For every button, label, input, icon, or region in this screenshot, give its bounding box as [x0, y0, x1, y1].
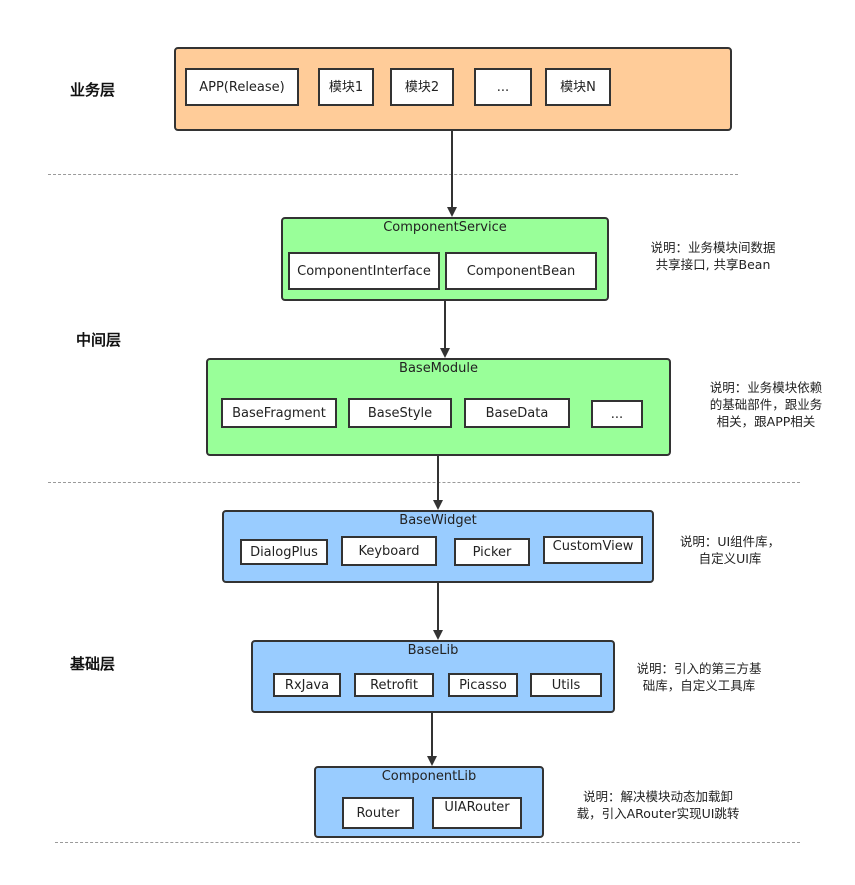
layer-label-base: 基础层	[70, 655, 116, 673]
component-interface-box: ComponentInterface	[288, 252, 440, 290]
base-data-box: BaseData	[464, 398, 570, 428]
business-item-ellipsis: ...	[474, 68, 532, 106]
rxjava-box: RxJava	[273, 673, 341, 697]
layer-label-middle: 中间层	[76, 331, 122, 349]
component-bean-box: ComponentBean	[445, 252, 597, 290]
base-module-ellipsis-box: ...	[591, 400, 643, 428]
component-lib-group: ComponentLib Router UIARouter	[314, 766, 544, 838]
retrofit-box: Retrofit	[354, 673, 434, 697]
base-lib-title: BaseLib	[407, 643, 459, 658]
base-fragment-box: BaseFragment	[221, 398, 337, 428]
separator-bottom	[55, 842, 800, 843]
component-service-group: ComponentService ComponentInterface Comp…	[281, 217, 609, 301]
component-lib-title: ComponentLib	[381, 769, 477, 784]
component-lib-note: 说明：解决模块动态加载卸 载，引入ARouter实现UI跳转	[576, 789, 740, 821]
base-widget-group: BaseWidget DialogPlus Keyboard Picker Cu…	[222, 510, 654, 583]
separator-middle-base	[48, 482, 800, 483]
base-module-group: BaseModule BaseFragment BaseStyle BaseDa…	[206, 358, 671, 456]
utils-box: Utils	[530, 673, 602, 697]
component-service-note: 说明：业务模块间数据 共享接口, 共享Bean	[650, 240, 776, 272]
custom-view-box: CustomView	[543, 536, 643, 564]
keyboard-box: Keyboard	[341, 536, 437, 566]
base-widget-title: BaseWidget	[399, 513, 477, 528]
business-item-app: APP(Release)	[185, 68, 299, 106]
base-lib-note: 说明：引入的第三方基 础库，自定义工具库	[636, 661, 762, 693]
base-lib-group: BaseLib RxJava Retrofit Picasso Utils	[251, 640, 615, 713]
business-item-moduleN: 模块N	[545, 68, 611, 106]
base-style-box: BaseStyle	[348, 398, 452, 428]
layer-label-business: 业务层	[70, 81, 116, 99]
base-widget-note: 说明：UI组件库， 自定义UI库	[679, 534, 781, 566]
uiarouter-box: UIARouter	[432, 797, 522, 829]
business-group: APP(Release) 模块1 模块2 ... 模块N	[174, 47, 732, 131]
router-box: Router	[342, 797, 414, 829]
business-item-module1: 模块1	[318, 68, 374, 106]
business-item-module2: 模块2	[390, 68, 454, 106]
base-module-title: BaseModule	[399, 361, 478, 376]
component-service-title: ComponentService	[383, 220, 507, 235]
picker-box: Picker	[454, 538, 530, 566]
picasso-box: Picasso	[448, 673, 518, 697]
dialog-plus-box: DialogPlus	[240, 539, 328, 565]
base-module-note: 说明：业务模块依赖 的基础部件，跟业务 相关，跟APP相关	[709, 380, 823, 429]
separator-business-middle	[48, 174, 738, 175]
